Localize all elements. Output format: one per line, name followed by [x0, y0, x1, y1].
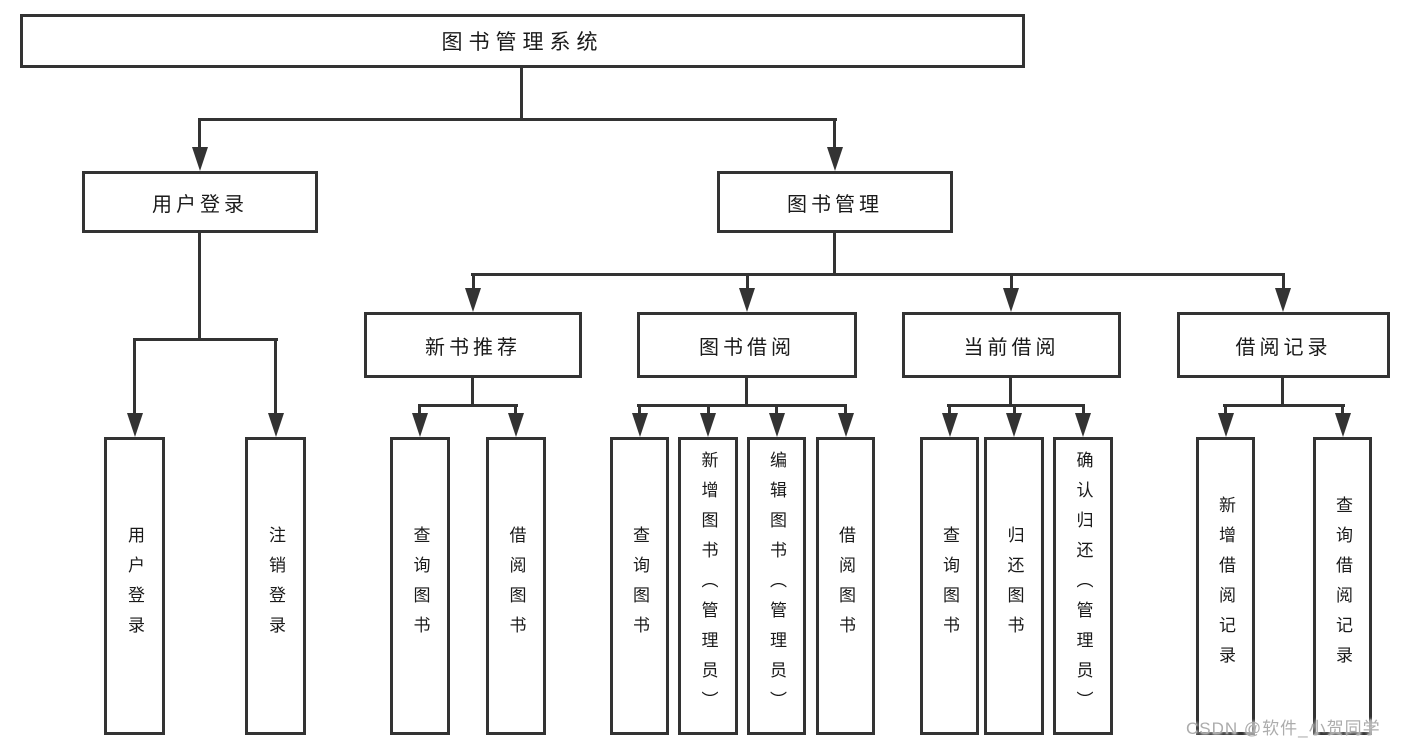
connector-line-v	[133, 338, 136, 415]
leaf-records-add-record-label: 新增借阅记录	[1216, 496, 1235, 676]
connector-line-h	[418, 404, 518, 407]
arrowhead-down	[268, 413, 284, 437]
arrowhead-down	[1275, 288, 1291, 312]
connector-line-v	[833, 233, 836, 276]
leaf-records-query-record-label: 查询借阅记录	[1333, 496, 1352, 676]
connector-line-h	[947, 404, 1085, 407]
node-book-borrowing: 图书借阅	[637, 312, 857, 378]
connector-line-h	[637, 404, 847, 407]
node-root: 图书管理系统	[20, 14, 1025, 68]
arrowhead-down	[412, 413, 428, 437]
arrowhead-down	[1003, 288, 1019, 312]
node-current-borrowing: 当前借阅	[902, 312, 1121, 378]
arrowhead-down	[1075, 413, 1091, 437]
leaf-recommend-query-book-label: 查询图书	[410, 526, 430, 646]
connector-line-v	[1082, 404, 1085, 416]
leaf-borrowing-edit-book-admin: 编辑图书（管理员）	[747, 437, 806, 735]
leaf-current-query-book: 查询图书	[920, 437, 979, 735]
leaf-recommend-borrow-book: 借阅图书	[486, 437, 546, 735]
connector-line-v	[1224, 404, 1227, 416]
leaf-current-return-book: 归还图书	[984, 437, 1044, 735]
connector-line-h	[471, 273, 1285, 276]
node-new-book-recommend-label: 新书推荐	[425, 336, 521, 359]
leaf-user-login-label: 用户登录	[125, 526, 144, 646]
leaf-user-login: 用户登录	[104, 437, 165, 735]
arrowhead-down	[1335, 413, 1351, 437]
connector-line-v	[472, 276, 475, 290]
connector-line-v	[1281, 378, 1284, 407]
connector-line-v	[745, 378, 748, 407]
connector-line-v	[1010, 276, 1013, 290]
arrowhead-down	[838, 413, 854, 437]
connector-line-h	[198, 118, 837, 121]
node-current-borrowing-label: 当前借阅	[963, 336, 1060, 359]
connector-line-v	[471, 378, 474, 407]
leaf-recommend-borrow-book-label: 借阅图书	[506, 526, 526, 646]
connector-line-v	[198, 233, 201, 338]
connector-line-v	[520, 68, 523, 121]
leaf-current-confirm-return-admin-label: 确认归还（管理员）	[1073, 451, 1093, 721]
node-user-login: 用户登录	[82, 171, 318, 233]
leaf-borrowing-query-book: 查询图书	[610, 437, 669, 735]
connector-line-v	[274, 338, 277, 415]
arrowhead-down	[632, 413, 648, 437]
node-book-management-label: 图书管理	[787, 193, 883, 216]
csdn-watermark: CSDN @软件_小贺同学	[1186, 719, 1381, 738]
leaf-borrowing-edit-book-admin-label: 编辑图书（管理员）	[767, 451, 786, 721]
leaf-logout-label: 注销登录	[266, 526, 285, 646]
leaf-borrowing-borrow-book-label: 借阅图书	[836, 526, 855, 646]
leaf-borrowing-add-book-admin-label: 新增图书（管理员）	[698, 451, 718, 721]
connector-line-v	[1282, 276, 1285, 290]
leaf-recommend-query-book: 查询图书	[390, 437, 450, 735]
connector-line-v	[948, 404, 951, 416]
arrowhead-down	[827, 147, 843, 171]
connector-line-v	[638, 404, 641, 416]
connector-line-h	[1223, 404, 1345, 407]
arrowhead-down	[700, 413, 716, 437]
node-book-borrowing-label: 图书借阅	[699, 336, 795, 359]
leaf-records-query-record: 查询借阅记录	[1313, 437, 1372, 735]
leaf-records-add-record: 新增借阅记录	[1196, 437, 1255, 735]
arrowhead-down	[127, 413, 143, 437]
connector-line-h	[133, 338, 278, 341]
arrowhead-down	[508, 413, 524, 437]
arrowhead-down	[769, 413, 785, 437]
node-book-management: 图书管理	[717, 171, 953, 233]
arrowhead-down	[942, 413, 958, 437]
connector-line-v	[418, 404, 421, 416]
arrowhead-down	[1006, 413, 1022, 437]
arrowhead-down	[1218, 413, 1234, 437]
connector-line-v	[1009, 378, 1012, 407]
arrowhead-down	[465, 288, 481, 312]
leaf-current-return-book-label: 归还图书	[1004, 526, 1024, 646]
leaf-current-confirm-return-admin: 确认归还（管理员）	[1053, 437, 1113, 735]
leaf-borrowing-borrow-book: 借阅图书	[816, 437, 875, 735]
connector-line-v	[775, 404, 778, 416]
node-user-login-label: 用户登录	[152, 193, 248, 216]
connector-line-v	[844, 404, 847, 416]
connector-line-v	[514, 404, 517, 416]
connector-line-v	[833, 121, 836, 148]
arrowhead-down	[739, 288, 755, 312]
leaf-current-query-book-label: 查询图书	[940, 526, 959, 646]
node-new-book-recommend: 新书推荐	[364, 312, 582, 378]
connector-line-v	[198, 121, 201, 148]
leaf-borrowing-query-book-label: 查询图书	[630, 526, 649, 646]
arrowhead-down	[192, 147, 208, 171]
connector-line-v	[746, 276, 749, 290]
connector-line-v	[1013, 404, 1016, 416]
node-root-label: 图书管理系统	[441, 31, 604, 54]
node-borrowing-records: 借阅记录	[1177, 312, 1390, 378]
leaf-logout: 注销登录	[245, 437, 306, 735]
connector-line-v	[1341, 404, 1344, 416]
connector-line-v	[707, 404, 710, 416]
node-borrowing-records-label: 借阅记录	[1235, 336, 1332, 359]
leaf-borrowing-add-book-admin: 新增图书（管理员）	[678, 437, 738, 735]
